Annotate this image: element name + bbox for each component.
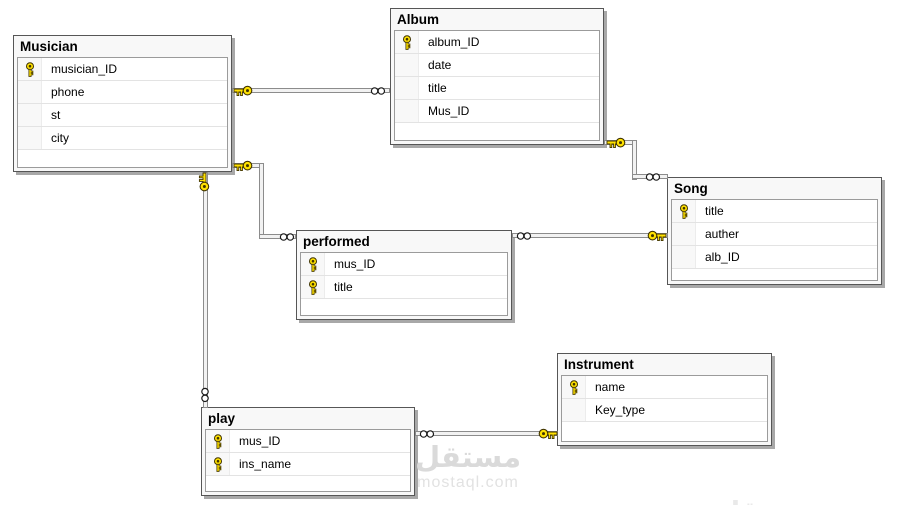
row-selector bbox=[395, 77, 419, 99]
one-side-key-icon bbox=[538, 428, 558, 440]
table-row[interactable]: name bbox=[562, 376, 767, 399]
column-name: city bbox=[51, 131, 69, 145]
table-instrument[interactable]: Instrument name Key_type bbox=[557, 353, 772, 446]
column-name: auther bbox=[705, 227, 740, 241]
row-selector bbox=[18, 104, 42, 126]
table-album[interactable]: Album album_ID date title Mus_ID bbox=[390, 8, 604, 145]
primary-key-icon bbox=[562, 376, 586, 398]
table-performed-title[interactable]: performed bbox=[303, 234, 370, 249]
primary-key-icon bbox=[301, 276, 325, 298]
table-row[interactable]: title bbox=[395, 77, 599, 100]
row-selector bbox=[672, 246, 696, 268]
column-name: date bbox=[428, 58, 452, 72]
column-name: phone bbox=[51, 85, 85, 99]
column-name: Key_type bbox=[595, 403, 646, 417]
many-side-infinity-icon bbox=[419, 429, 435, 439]
one-side-key-icon bbox=[233, 160, 253, 172]
row-selector bbox=[562, 399, 586, 421]
table-row[interactable]: ins_name bbox=[206, 453, 410, 476]
row-selector bbox=[672, 223, 696, 245]
column-name: st bbox=[51, 108, 61, 122]
column-name: alb_ID bbox=[705, 250, 740, 264]
table-play-body: mus_ID ins_name bbox=[205, 429, 411, 492]
table-row[interactable]: musician_ID bbox=[18, 58, 227, 81]
table-instrument-body: name Key_type bbox=[561, 375, 768, 442]
one-side-key-icon bbox=[233, 85, 253, 97]
table-row[interactable]: phone bbox=[18, 81, 227, 104]
column-name: album_ID bbox=[428, 35, 480, 49]
column-name: mus_ID bbox=[334, 257, 376, 271]
many-side-infinity-icon bbox=[370, 86, 386, 96]
table-row[interactable]: Mus_ID bbox=[395, 100, 599, 123]
table-performed[interactable]: performed mus_ID title bbox=[296, 230, 512, 320]
many-side-infinity-icon bbox=[645, 172, 661, 182]
column-name: ins_name bbox=[239, 457, 292, 471]
table-row[interactable]: mus_ID bbox=[301, 253, 507, 276]
table-row[interactable]: title bbox=[672, 200, 877, 223]
column-name: musician_ID bbox=[51, 62, 118, 76]
table-album-title[interactable]: Album bbox=[397, 12, 439, 27]
column-name: mus_ID bbox=[239, 434, 281, 448]
table-row[interactable]: alb_ID bbox=[672, 246, 877, 269]
table-row[interactable]: city bbox=[18, 127, 227, 150]
column-name: title bbox=[334, 280, 353, 294]
primary-key-icon bbox=[206, 430, 230, 452]
primary-key-icon bbox=[206, 453, 230, 475]
table-musician-title[interactable]: Musician bbox=[20, 39, 78, 54]
one-side-key-icon bbox=[194, 172, 214, 192]
column-name: title bbox=[428, 81, 447, 95]
primary-key-icon bbox=[301, 253, 325, 275]
table-song-body: title auther alb_ID bbox=[671, 199, 878, 281]
table-row[interactable]: auther bbox=[672, 223, 877, 246]
row-selector bbox=[18, 127, 42, 149]
relationship-musician-album-line[interactable] bbox=[232, 88, 390, 93]
row-selector bbox=[395, 54, 419, 76]
many-side-infinity-icon bbox=[516, 231, 532, 241]
table-song-title[interactable]: Song bbox=[674, 181, 708, 196]
relationship-musician-performed-line[interactable] bbox=[259, 163, 264, 239]
one-side-key-icon bbox=[606, 137, 626, 149]
row-selector bbox=[18, 81, 42, 103]
relationship-musician-play-line[interactable] bbox=[203, 172, 208, 408]
table-album-body: album_ID date title Mus_ID bbox=[394, 30, 600, 141]
table-row[interactable]: mus_ID bbox=[206, 430, 410, 453]
many-side-infinity-icon bbox=[279, 232, 295, 242]
table-row[interactable]: album_ID bbox=[395, 31, 599, 54]
table-musician[interactable]: Musician musician_ID phone st city bbox=[13, 35, 232, 172]
table-play[interactable]: play mus_ID ins_name bbox=[201, 407, 415, 496]
one-side-key-icon bbox=[647, 230, 667, 242]
column-name: Mus_ID bbox=[428, 104, 470, 118]
table-song[interactable]: Song title auther alb_ID bbox=[667, 177, 882, 285]
relationship-musician-performed-line[interactable] bbox=[259, 234, 296, 239]
many-side-infinity-icon bbox=[197, 387, 213, 403]
watermark-clipped-bottom: مستقل bbox=[655, 497, 875, 505]
table-instrument-title[interactable]: Instrument bbox=[564, 357, 634, 372]
column-name: title bbox=[705, 204, 724, 218]
primary-key-icon bbox=[395, 31, 419, 53]
table-musician-body: musician_ID phone st city bbox=[17, 57, 228, 168]
table-row[interactable]: title bbox=[301, 276, 507, 299]
column-name: name bbox=[595, 380, 626, 394]
relationship-song-performed-line[interactable] bbox=[512, 233, 668, 238]
table-play-title[interactable]: play bbox=[208, 411, 236, 426]
row-selector bbox=[395, 100, 419, 122]
relationship-album-song-line[interactable] bbox=[632, 140, 637, 180]
primary-key-icon bbox=[672, 200, 696, 222]
table-row[interactable]: st bbox=[18, 104, 227, 127]
table-row[interactable]: date bbox=[395, 54, 599, 77]
primary-key-icon bbox=[18, 58, 42, 80]
table-performed-body: mus_ID title bbox=[300, 252, 508, 316]
relationship-instrument-play-line[interactable] bbox=[415, 431, 558, 436]
table-row[interactable]: Key_type bbox=[562, 399, 767, 422]
